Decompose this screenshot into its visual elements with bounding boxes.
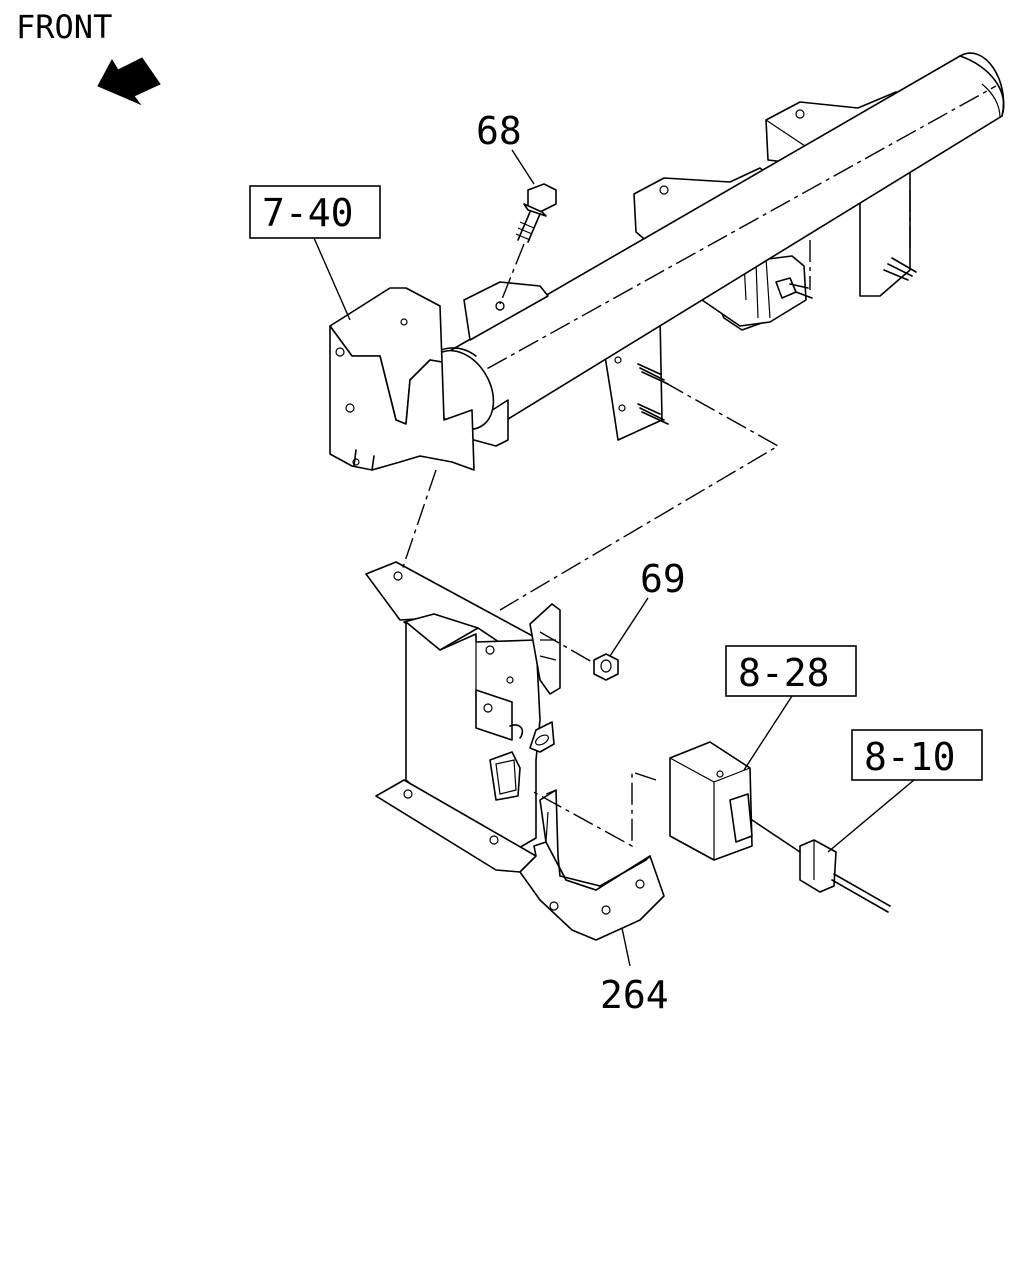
cross-member-tube <box>425 52 1005 447</box>
callout-69: 69 <box>609 557 686 657</box>
callout-label-69: 69 <box>640 557 686 601</box>
front-label: FRONT <box>16 8 112 46</box>
callout-8-10: 8-10 <box>827 729 983 853</box>
harness-connector <box>751 819 891 913</box>
callout-label-264: 264 <box>600 973 669 1017</box>
assembly-lines <box>401 190 911 848</box>
ref-label-7-40: 7-40 <box>262 191 354 235</box>
callout-68: 68 <box>476 109 535 185</box>
ref-label-8-10: 8-10 <box>864 735 956 779</box>
callout-8-28: 8-28 <box>725 645 857 771</box>
callout-label-68: 68 <box>476 109 522 153</box>
bracket-264 <box>365 561 665 941</box>
nut-69 <box>539 631 619 681</box>
bolt-68 <box>495 183 557 311</box>
front-indicator: FRONT <box>16 8 161 106</box>
control-unit <box>669 741 753 861</box>
callout-7-40: 7-40 <box>249 185 381 321</box>
crossmember-mount <box>329 287 475 471</box>
arrow-up-left-icon <box>97 57 161 106</box>
callout-264: 264 <box>600 927 669 1017</box>
ref-label-8-28: 8-28 <box>738 651 830 695</box>
